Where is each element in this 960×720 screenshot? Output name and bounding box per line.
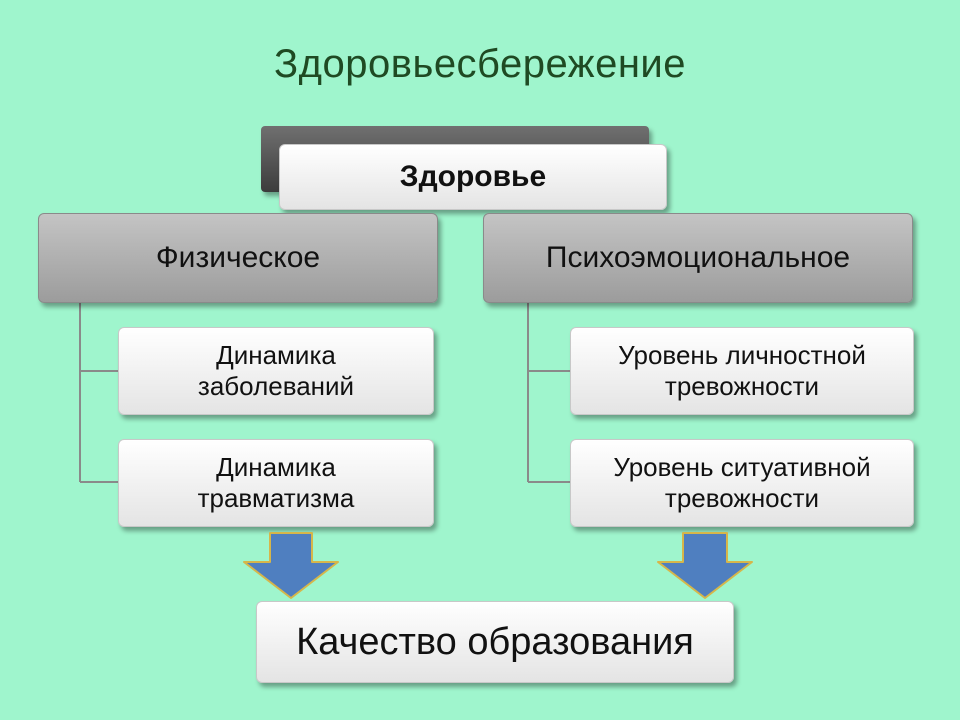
leaf-personal-anxiety: Уровень личностной тревожности bbox=[570, 327, 914, 415]
branch-physical-label: Физическое bbox=[155, 241, 321, 274]
result-node-label: Качество образования bbox=[296, 620, 694, 663]
leaf-situational-anxiety: Уровень ситуативной тревожности bbox=[570, 439, 914, 527]
leaf-personal-anxiety-label: Уровень личностной тревожности bbox=[618, 339, 866, 401]
down-arrow-right-icon bbox=[657, 532, 753, 599]
slide-title: Здоровьесбережение bbox=[273, 42, 686, 86]
root-node-label: Здоровье bbox=[399, 160, 547, 193]
leaf-situational-anxiety-label: Уровень ситуативной тревожности bbox=[613, 451, 871, 513]
result-node: Качество образования bbox=[256, 601, 734, 683]
leaf-injury-dynamics: Динамика травматизма bbox=[118, 439, 434, 527]
down-arrow-left-icon bbox=[243, 532, 339, 599]
branch-psychoemotional: Психоэмоциональное bbox=[483, 213, 913, 303]
leaf-injury-dynamics-label: Динамика травматизма bbox=[197, 451, 355, 513]
branch-psychoemotional-label: Психоэмоциональное bbox=[545, 241, 851, 274]
leaf-disease-dynamics-label: Динамика заболеваний bbox=[197, 339, 355, 401]
root-node: Здоровье bbox=[279, 144, 667, 210]
leaf-disease-dynamics: Динамика заболеваний bbox=[118, 327, 434, 415]
branch-physical: Физическое bbox=[38, 213, 438, 303]
